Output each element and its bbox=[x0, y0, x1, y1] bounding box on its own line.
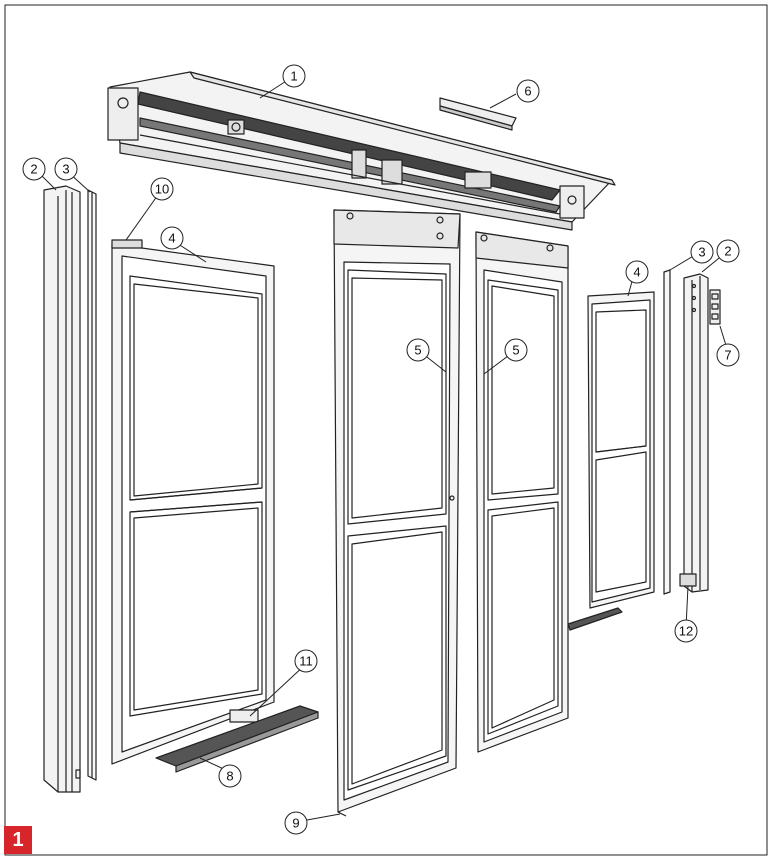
svg-text:3: 3 bbox=[698, 245, 705, 260]
callout-3-left: 3 bbox=[54, 157, 78, 181]
callout-12: 12 bbox=[674, 619, 698, 643]
svg-text:4: 4 bbox=[168, 231, 175, 246]
svg-text:2: 2 bbox=[724, 244, 731, 259]
figure-number-badge: 1 bbox=[4, 826, 32, 854]
mounting-bracket bbox=[439, 97, 517, 131]
svg-text:10: 10 bbox=[155, 182, 169, 197]
callout-5-right: 5 bbox=[504, 338, 528, 362]
hardware-plate bbox=[709, 289, 721, 325]
callout-4-right: 4 bbox=[625, 260, 649, 284]
sliding-leaf-right bbox=[475, 231, 569, 753]
svg-text:2: 2 bbox=[30, 162, 37, 177]
left-jamb-cover bbox=[87, 189, 97, 781]
callout-10: 10 bbox=[150, 177, 174, 201]
floor-threshold-left bbox=[155, 705, 319, 773]
svg-text:11: 11 bbox=[299, 654, 313, 669]
bottom-pivot-bracket bbox=[679, 573, 697, 587]
callout-2-left: 2 bbox=[22, 157, 46, 181]
callout-9: 9 bbox=[284, 811, 308, 835]
callout-3-right: 3 bbox=[690, 240, 714, 264]
callout-1: 1 bbox=[282, 64, 306, 88]
svg-text:9: 9 bbox=[292, 816, 299, 831]
svg-text:8: 8 bbox=[226, 769, 233, 784]
callout-4-left: 4 bbox=[160, 226, 184, 250]
right-jamb-cover bbox=[663, 269, 671, 595]
svg-text:12: 12 bbox=[679, 624, 693, 639]
right-jamb bbox=[683, 273, 709, 593]
callout-2-right: 2 bbox=[716, 239, 740, 263]
svg-text:4: 4 bbox=[633, 265, 640, 280]
svg-text:7: 7 bbox=[724, 348, 731, 363]
floor-threshold-right bbox=[567, 607, 623, 631]
callout-6: 6 bbox=[516, 79, 540, 103]
left-sidelight-panel bbox=[111, 239, 275, 765]
callout-7: 7 bbox=[716, 343, 740, 367]
operator-header bbox=[107, 71, 616, 231]
svg-text:1: 1 bbox=[290, 69, 297, 84]
callout-8: 8 bbox=[218, 764, 242, 788]
sliding-leaf-left bbox=[333, 209, 461, 817]
svg-text:3: 3 bbox=[62, 162, 69, 177]
right-sidelight-panel bbox=[587, 291, 655, 609]
left-jamb bbox=[43, 185, 81, 793]
svg-text:6: 6 bbox=[524, 84, 531, 99]
callout-11: 11 bbox=[294, 649, 318, 673]
svg-text:5: 5 bbox=[414, 343, 421, 358]
svg-text:5: 5 bbox=[512, 343, 519, 358]
callout-5-left: 5 bbox=[406, 338, 430, 362]
